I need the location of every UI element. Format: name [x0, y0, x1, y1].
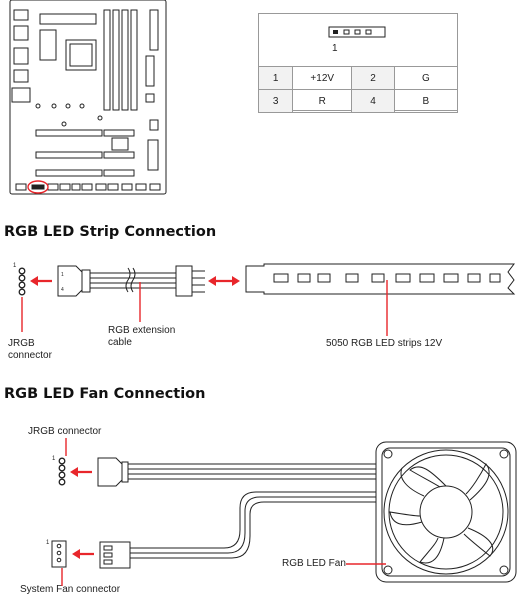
pin-number: 4 — [351, 89, 395, 113]
double-arrow-icon — [208, 276, 240, 286]
pin-number: 1 — [257, 66, 294, 90]
pinout-row: 3 R 4 B — [257, 89, 459, 113]
jrgb-header-icon — [18, 267, 26, 296]
arrow-left-icon — [30, 276, 52, 286]
rgb-fan-label: RGB LED Fan — [282, 558, 346, 569]
pin-signal: B — [393, 89, 459, 113]
fan-jrgb-label: JRGB connector — [28, 426, 102, 437]
strip-section-title: RGB LED Strip Connection — [4, 224, 217, 240]
strip-pin1-marker: 1 — [13, 263, 17, 269]
extension-cable-label: RGB extension cable — [108, 325, 176, 348]
pin-number: 2 — [351, 66, 395, 90]
fan-pin1-bottom: 1 — [46, 540, 50, 546]
fan-section-title: RGB LED Fan Connection — [4, 386, 206, 402]
fan-pin1-top: 1 — [52, 456, 56, 462]
pin1-marker: 1 — [332, 43, 338, 54]
jrgb-highlight-ring — [27, 180, 49, 194]
pin-number: 3 — [257, 89, 294, 113]
led-strip-label: 5050 RGB LED strips 12V — [326, 338, 443, 349]
svg-text:1: 1 — [61, 272, 64, 278]
jrgb-header-icon — [58, 457, 66, 486]
arrow-left-icon — [72, 549, 94, 559]
system-fan-label: System Fan connector — [20, 584, 121, 595]
arrow-left-icon — [70, 467, 92, 477]
svg-text:4: 4 — [61, 287, 64, 293]
pinout-grid: 1 +12V 2 G 3 R 4 B — [257, 66, 459, 113]
system-fan-header-icon — [51, 540, 67, 568]
fan-icon — [375, 441, 517, 583]
strip-jrgb-label: JRGB connector — [8, 338, 52, 361]
